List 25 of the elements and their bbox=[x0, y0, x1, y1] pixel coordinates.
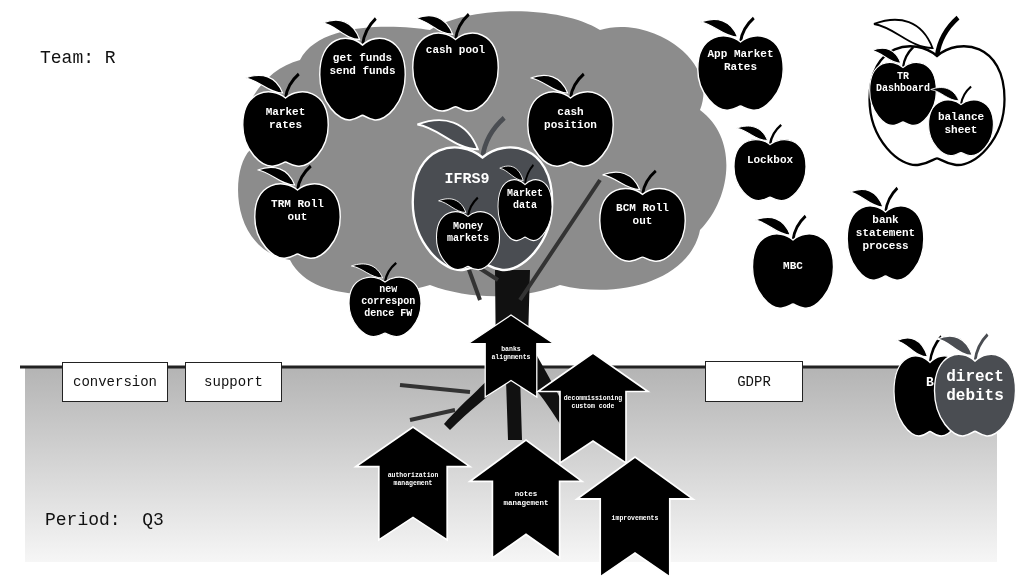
apple-label: MBC bbox=[782, 260, 804, 274]
label-box bbox=[185, 362, 282, 402]
apple-label: TR Dashboard bbox=[874, 70, 931, 95]
apple-label: TRM Roll out bbox=[270, 198, 325, 225]
note-text: Period: Q3 bbox=[45, 510, 164, 530]
apple-label: direct debits bbox=[945, 367, 1005, 406]
apple-label: bank statement process bbox=[854, 214, 917, 254]
apple-label: cash pool bbox=[424, 43, 487, 57]
box-label: GDPR bbox=[736, 373, 772, 390]
label-box bbox=[62, 362, 168, 402]
label-box bbox=[705, 361, 803, 402]
apple-label: BCM Roll out bbox=[615, 202, 670, 229]
note-text: Team: R bbox=[40, 48, 116, 68]
apple-label: IFRS9 bbox=[443, 170, 491, 189]
apple-label: cash position bbox=[543, 106, 598, 133]
apple-label: App Market Rates bbox=[706, 48, 775, 75]
apple-label: Money markets bbox=[446, 221, 490, 246]
box-label: conversion bbox=[72, 373, 158, 391]
apple-label: get funds send funds bbox=[328, 51, 397, 78]
apple-label: new correspondence FW bbox=[360, 283, 417, 320]
apple-label: Lockbox bbox=[745, 154, 795, 168]
apple-label: balance sheet bbox=[936, 110, 986, 137]
apple-label: Market data bbox=[506, 187, 544, 212]
box-label: support bbox=[203, 373, 264, 391]
apple-label: Market rates bbox=[264, 106, 307, 133]
